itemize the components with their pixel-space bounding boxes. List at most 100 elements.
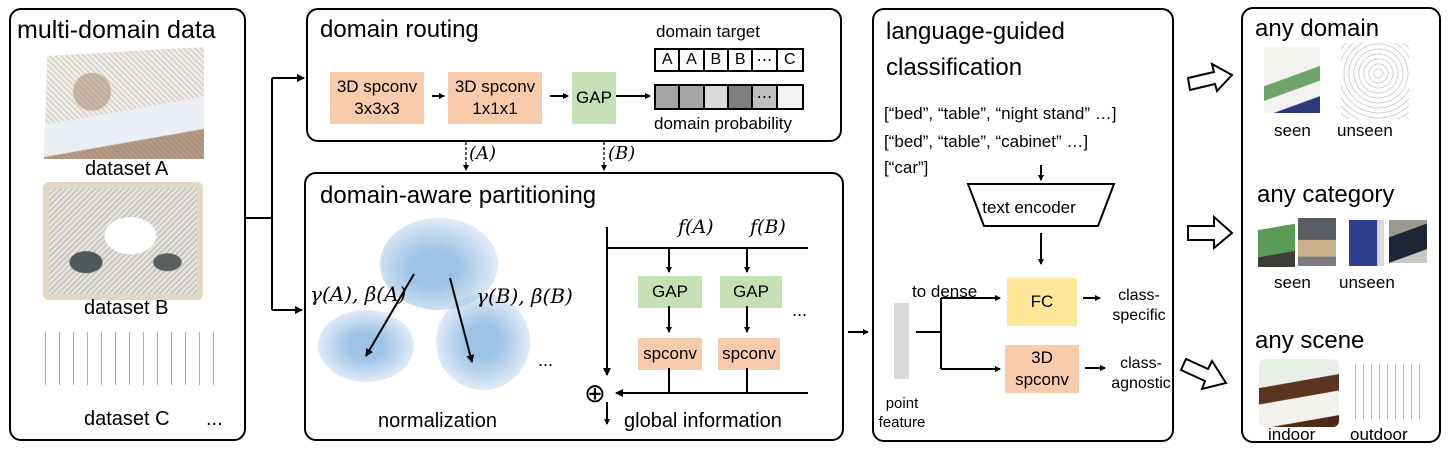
classification-spconv-box: 3D spconv: [1005, 345, 1079, 393]
partitioning-title: domain-aware partitioning: [320, 182, 597, 209]
any-category-seen-image-1: [1258, 219, 1295, 267]
prompt-list-a: [“bed”, “table”, “night stand” …]: [884, 104, 1117, 123]
partition-gap-b-box: GAP: [720, 276, 782, 308]
domain-target-cell: C: [784, 51, 796, 68]
any-category-unseen-label: unseen: [1339, 273, 1395, 292]
routing-gap-box: GAP: [572, 72, 616, 124]
prompt-list-b: [“bed”, “table”, “cabinet” …]: [884, 132, 1089, 151]
any-category-unseen-image-1: [1349, 220, 1384, 266]
partition-ellipsis: ...: [792, 300, 808, 320]
domain-probability-cell: [704, 86, 729, 108]
domain-aware-partitioning-panel: domain-aware partitioning γ(A), β(A) γ(B…: [304, 172, 844, 441]
domain-target-cell: A: [680, 50, 705, 70]
domain-probability-cell: [656, 86, 681, 108]
any-scene-indoor-image: [1259, 359, 1339, 427]
text-encoder-box: text encoder: [982, 197, 1076, 217]
to-dense-label: to dense: [912, 282, 978, 301]
class-agnostic-line1: class-: [1120, 355, 1162, 372]
classification-spconv-line1: 3D: [1031, 347, 1053, 367]
sum-operator: ⊕: [584, 378, 606, 408]
any-scene-outdoor-image: [1355, 364, 1421, 419]
any-domain-title: any domain: [1255, 15, 1380, 42]
any-category-seen-label: seen: [1274, 273, 1311, 292]
domain-probability-cell: [729, 86, 754, 108]
domain-b-distribution-blob: [436, 294, 530, 390]
any-domain-seen-label: seen: [1274, 121, 1311, 140]
feature-a-label: f(A): [678, 216, 714, 238]
spconv-3x3x3-box: 3D spconv 3x3x3: [330, 72, 424, 124]
input-branch-connector: [246, 74, 305, 314]
class-specific-label: class-specific: [1104, 284, 1174, 328]
normalization-label: normalization: [378, 410, 497, 432]
any-category-hollow-arrow: [1187, 214, 1234, 251]
normalization-ellipsis: ...: [538, 350, 554, 370]
domain-probability-cell: ⋯: [753, 86, 778, 108]
point-feature-bar: [894, 303, 909, 379]
point-feature-line2: feature: [878, 414, 926, 431]
point-feature-line1: point: [885, 395, 919, 413]
multi-domain-data-panel: multi-domain data dataset A dataset B da…: [9, 8, 246, 441]
any-scene-title: any scene: [1255, 327, 1365, 354]
spconv-1x1x1-line1: 3D spconv: [454, 76, 536, 96]
partition-spconv-a-box: spconv: [638, 338, 702, 370]
class-specific-line2: specific: [1112, 307, 1166, 324]
class-specific-line1: class-: [1118, 287, 1160, 304]
partition-spconv-b-box: spconv: [718, 338, 780, 370]
domain-probability-cell: [777, 86, 802, 108]
gamma-beta-a-text: γ(A), β(A): [310, 282, 407, 306]
any-scene-indoor-label: indoor: [1268, 425, 1316, 444]
dataset-c-label: dataset C: [84, 408, 170, 430]
any-scene-hollow-arrow: [1179, 357, 1228, 391]
any-scene-outdoor-label: outdoor: [1350, 425, 1408, 444]
domain-probability-label: domain probability: [654, 114, 792, 133]
domain-probability-cell: [680, 86, 705, 108]
outcome-arrows: [1179, 62, 1234, 391]
any-category-title: any category: [1257, 181, 1395, 208]
any-domain-unseen-image: [1341, 43, 1409, 119]
partition-gap-a-box: GAP: [638, 276, 702, 308]
classification-title-line2: classification: [886, 54, 1023, 81]
domain-routing-title: domain routing: [320, 16, 479, 43]
spconv-3x3x3-line2: 3x3x3: [354, 99, 400, 118]
classification-title-line1: language-guided: [886, 18, 1065, 45]
domain-target-cell: A: [656, 50, 681, 70]
class-agnostic-label: class-agnostic: [1104, 352, 1178, 396]
any-category-seen-image-2: [1298, 218, 1336, 266]
spconv-1x1x1-box: 3D spconv 1x1x1: [448, 72, 542, 124]
gamma-beta-b-text: γ(B), β(B): [476, 284, 573, 308]
dataset-b-image: [43, 182, 203, 300]
spconv-1x1x1-line2: 1x1x1: [472, 99, 518, 118]
any-category-unseen-image-2: [1389, 220, 1427, 263]
classification-spconv-line2: spconv: [1015, 370, 1069, 389]
dataset-a-label: dataset A: [85, 158, 169, 180]
dataset-a-image: [44, 47, 204, 159]
global-information-label: global information: [624, 410, 782, 432]
outcomes-panel: any domain seen unseen any category seen…: [1241, 7, 1441, 444]
domain-probability-row: ⋯: [654, 84, 804, 110]
domain-target-cell: B: [705, 50, 729, 70]
domain-target-cell: ⋯: [753, 50, 778, 70]
language-guided-classification-panel: language-guided classification [“bed”, “…: [872, 8, 1174, 442]
domain-target-label: domain target: [656, 22, 760, 41]
fc-box: FC: [1007, 278, 1077, 326]
domain-a-distribution-blob: [318, 310, 414, 382]
branch-b-label: (B): [608, 143, 636, 164]
dataset-b-label: dataset B: [84, 297, 169, 319]
any-domain-hollow-arrow: [1186, 62, 1234, 93]
prompt-list-c: [“car”]: [884, 158, 929, 177]
branch-a-label: (A): [469, 143, 497, 164]
gamma-beta-a-label: γ(A), β(A): [310, 282, 406, 306]
dataset-c-image: [45, 325, 215, 405]
class-agnostic-line2: agnostic: [1111, 375, 1171, 392]
any-domain-seen-image: [1264, 47, 1320, 113]
domain-target-cell: B: [729, 50, 754, 70]
any-domain-unseen-label: unseen: [1337, 121, 1393, 140]
gamma-beta-b-label: γ(B), β(B): [476, 284, 573, 308]
feature-b-label: f(B): [750, 216, 786, 238]
domain-routing-panel: domain routing 3D spconv 3x3x3 3D spconv 1…: [306, 8, 842, 142]
dataset-ellipsis: ...: [206, 408, 223, 430]
spconv-3x3x3-line1: 3D spconv: [336, 76, 418, 96]
multi-domain-data-title: multi-domain data: [17, 16, 216, 44]
